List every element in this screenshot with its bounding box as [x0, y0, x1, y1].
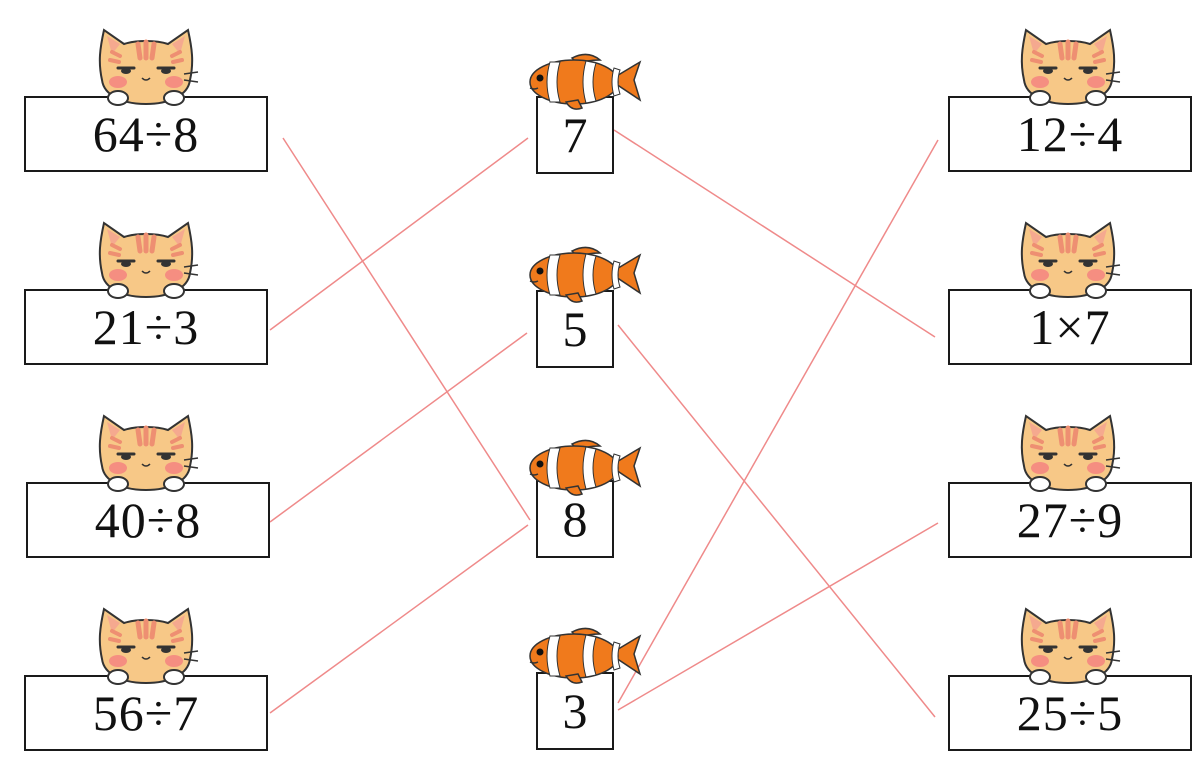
cat-icon	[1010, 408, 1126, 492]
cat-icon	[88, 601, 204, 685]
left-expression-4: 56÷7	[92, 685, 200, 741]
answer-card-2[interactable]: 5	[536, 290, 614, 368]
right-expression-4: 25÷5	[1016, 685, 1124, 741]
line-56div7-to-8	[269, 524, 529, 714]
right-card-2[interactable]: 1×7	[948, 289, 1192, 365]
right-card-1[interactable]: 12÷4	[948, 96, 1192, 172]
line-40div8-to-5	[269, 332, 528, 523]
left-expression-1: 64÷8	[92, 106, 200, 162]
line-7-to-1x7	[613, 129, 936, 338]
right-expression-3: 27÷9	[1016, 492, 1124, 548]
left-card-3[interactable]: 40÷8	[26, 482, 270, 558]
answer-card-3[interactable]: 8	[536, 480, 614, 558]
cat-icon	[98, 28, 199, 106]
line-64div8-to-8	[282, 137, 531, 521]
clownfish-icon	[529, 627, 641, 684]
answer-card-4[interactable]: 3	[536, 672, 614, 750]
right-card-4[interactable]: 25÷5	[948, 675, 1192, 751]
left-card-2[interactable]: 21÷3	[24, 289, 268, 365]
answer-value-2: 5	[562, 301, 588, 357]
left-card-4[interactable]: 56÷7	[24, 675, 268, 751]
answer-value-4: 3	[562, 683, 588, 739]
line-21div3-to-7	[269, 137, 529, 331]
cat-icon	[1010, 601, 1126, 685]
cat-icon	[88, 215, 204, 299]
answer-value-1: 7	[562, 107, 588, 163]
line-3-to-27div9	[617, 522, 939, 711]
left-expression-3: 40÷8	[94, 492, 202, 548]
answer-value-3: 8	[562, 491, 588, 547]
cat-icon	[1010, 215, 1126, 299]
clownfish-icon	[529, 246, 641, 303]
cat-icon	[1010, 22, 1126, 106]
left-card-1[interactable]: 64÷8	[24, 96, 268, 172]
line-3-to-12div4	[617, 139, 939, 704]
cat-icon	[88, 408, 204, 492]
right-card-3[interactable]: 27÷9	[948, 482, 1192, 558]
right-expression-1: 12÷4	[1016, 106, 1124, 162]
right-expression-2: 1×7	[1029, 299, 1111, 355]
clownfish-icon	[529, 439, 641, 496]
left-expression-2: 21÷3	[92, 299, 200, 355]
clownfish-icon	[529, 53, 642, 110]
line-5-to-25div5	[617, 324, 936, 718]
